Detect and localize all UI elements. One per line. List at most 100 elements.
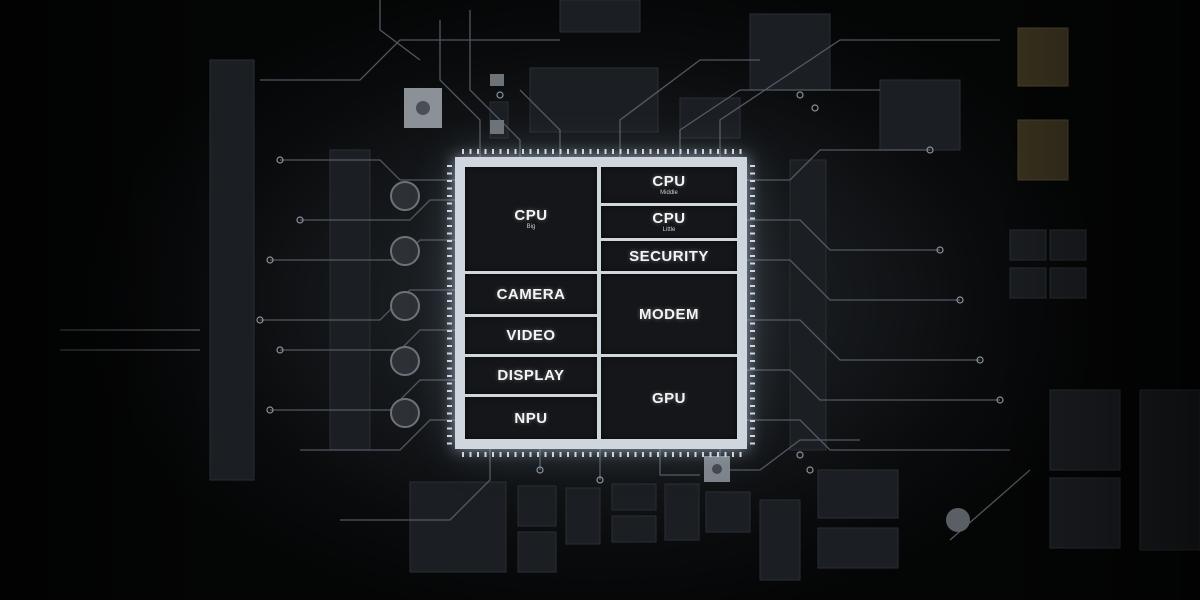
chip-pin bbox=[750, 300, 755, 302]
chip-pin bbox=[522, 149, 524, 154]
trace bbox=[747, 369, 1000, 401]
trace bbox=[747, 259, 960, 301]
chip-pin bbox=[604, 452, 607, 457]
chip-pin bbox=[750, 367, 755, 370]
chip-pin bbox=[462, 149, 464, 154]
chip-pin bbox=[619, 452, 622, 457]
cpu-little-sublabel: Little bbox=[662, 227, 676, 233]
trace bbox=[300, 419, 455, 451]
component-chip bbox=[1009, 229, 1047, 261]
chip-pin bbox=[750, 285, 755, 287]
chip-pin bbox=[582, 452, 584, 457]
chip-pin bbox=[717, 452, 719, 457]
chip-pin bbox=[447, 390, 452, 392]
chip-pin bbox=[574, 452, 577, 457]
chip-pin bbox=[552, 149, 554, 154]
chip-pin bbox=[750, 270, 755, 272]
cpu-middle-sublabel: Middle bbox=[660, 190, 678, 196]
switch-knob bbox=[416, 101, 430, 115]
trace bbox=[260, 39, 560, 81]
capacitor bbox=[390, 236, 420, 266]
chip-pin bbox=[447, 292, 452, 295]
gold-pads bbox=[1017, 27, 1069, 181]
chip-pin bbox=[750, 195, 755, 197]
npu-label: NPU bbox=[514, 409, 548, 427]
chip-pin bbox=[492, 149, 494, 154]
chip-pin bbox=[447, 270, 452, 272]
chip-pin bbox=[724, 452, 727, 457]
chip-pin bbox=[750, 435, 755, 437]
chip-pin bbox=[750, 255, 755, 257]
chip-pin bbox=[447, 255, 452, 257]
soc-chip: CPU Big CPU Middle CPU Little SECURITY C… bbox=[455, 157, 747, 449]
chip-pin bbox=[499, 149, 502, 154]
chip-pin bbox=[634, 452, 637, 457]
chip-pin bbox=[514, 452, 517, 457]
chip-pin bbox=[447, 247, 452, 250]
chip-pin bbox=[447, 442, 452, 445]
gold-pad bbox=[1017, 119, 1069, 181]
chip-pin bbox=[469, 452, 472, 457]
component-chip bbox=[705, 491, 751, 533]
chip-pin bbox=[447, 382, 452, 385]
component-chip bbox=[1049, 229, 1087, 261]
capacitor bbox=[390, 181, 420, 211]
chip-pin bbox=[447, 330, 452, 332]
chip-pin bbox=[679, 149, 682, 154]
chip-pin bbox=[447, 307, 452, 310]
block-cpu-big: CPU Big bbox=[465, 167, 597, 271]
chip-pin bbox=[447, 240, 452, 242]
chip-pin bbox=[447, 345, 452, 347]
chip-pin bbox=[447, 405, 452, 407]
chip-pin bbox=[750, 277, 755, 280]
chip-pin bbox=[750, 412, 755, 415]
chip-pin bbox=[694, 452, 697, 457]
chip-pin bbox=[477, 149, 479, 154]
chip-pin bbox=[447, 300, 452, 302]
trace bbox=[747, 319, 980, 361]
chip-pin bbox=[447, 180, 452, 182]
chip-pin bbox=[750, 232, 755, 235]
chip-pin bbox=[544, 149, 547, 154]
trace bbox=[747, 419, 1010, 451]
chip-pin bbox=[634, 149, 637, 154]
via bbox=[806, 466, 814, 474]
component-chip bbox=[565, 487, 601, 545]
chip-pin bbox=[732, 452, 734, 457]
trace bbox=[747, 219, 940, 251]
capacitors bbox=[390, 181, 420, 428]
camera-label: CAMERA bbox=[496, 285, 566, 303]
chip-pin bbox=[657, 452, 659, 457]
chip-pin bbox=[469, 149, 472, 154]
chip-pin bbox=[447, 360, 452, 362]
chip-pin bbox=[750, 262, 755, 265]
smd-component bbox=[490, 74, 504, 86]
chip-pin bbox=[750, 225, 755, 227]
chip-pin bbox=[447, 187, 452, 190]
chip-pin bbox=[739, 149, 742, 154]
chip-pin bbox=[750, 315, 755, 317]
chip-pin bbox=[582, 149, 584, 154]
chip-pin bbox=[447, 435, 452, 437]
chip-pin bbox=[657, 149, 659, 154]
chip-pin bbox=[750, 352, 755, 355]
trace bbox=[747, 149, 930, 181]
display-label: DISPLAY bbox=[497, 367, 565, 384]
capacitor bbox=[946, 508, 970, 532]
component-chip bbox=[664, 483, 700, 541]
chip-pin bbox=[597, 452, 599, 457]
chip-pin bbox=[750, 390, 755, 392]
chip-pin bbox=[447, 427, 452, 430]
chip-pin bbox=[750, 420, 755, 422]
chip-pin bbox=[750, 375, 755, 377]
component-chip bbox=[529, 67, 659, 133]
chip-pin bbox=[462, 452, 464, 457]
chip-pin bbox=[619, 149, 622, 154]
chip-pin bbox=[484, 452, 487, 457]
chip-pin bbox=[447, 367, 452, 370]
component-chip bbox=[679, 97, 741, 139]
chip-pin bbox=[702, 452, 704, 457]
chip-pin bbox=[627, 452, 629, 457]
chip-pin bbox=[597, 149, 599, 154]
chip-pin bbox=[750, 360, 755, 362]
